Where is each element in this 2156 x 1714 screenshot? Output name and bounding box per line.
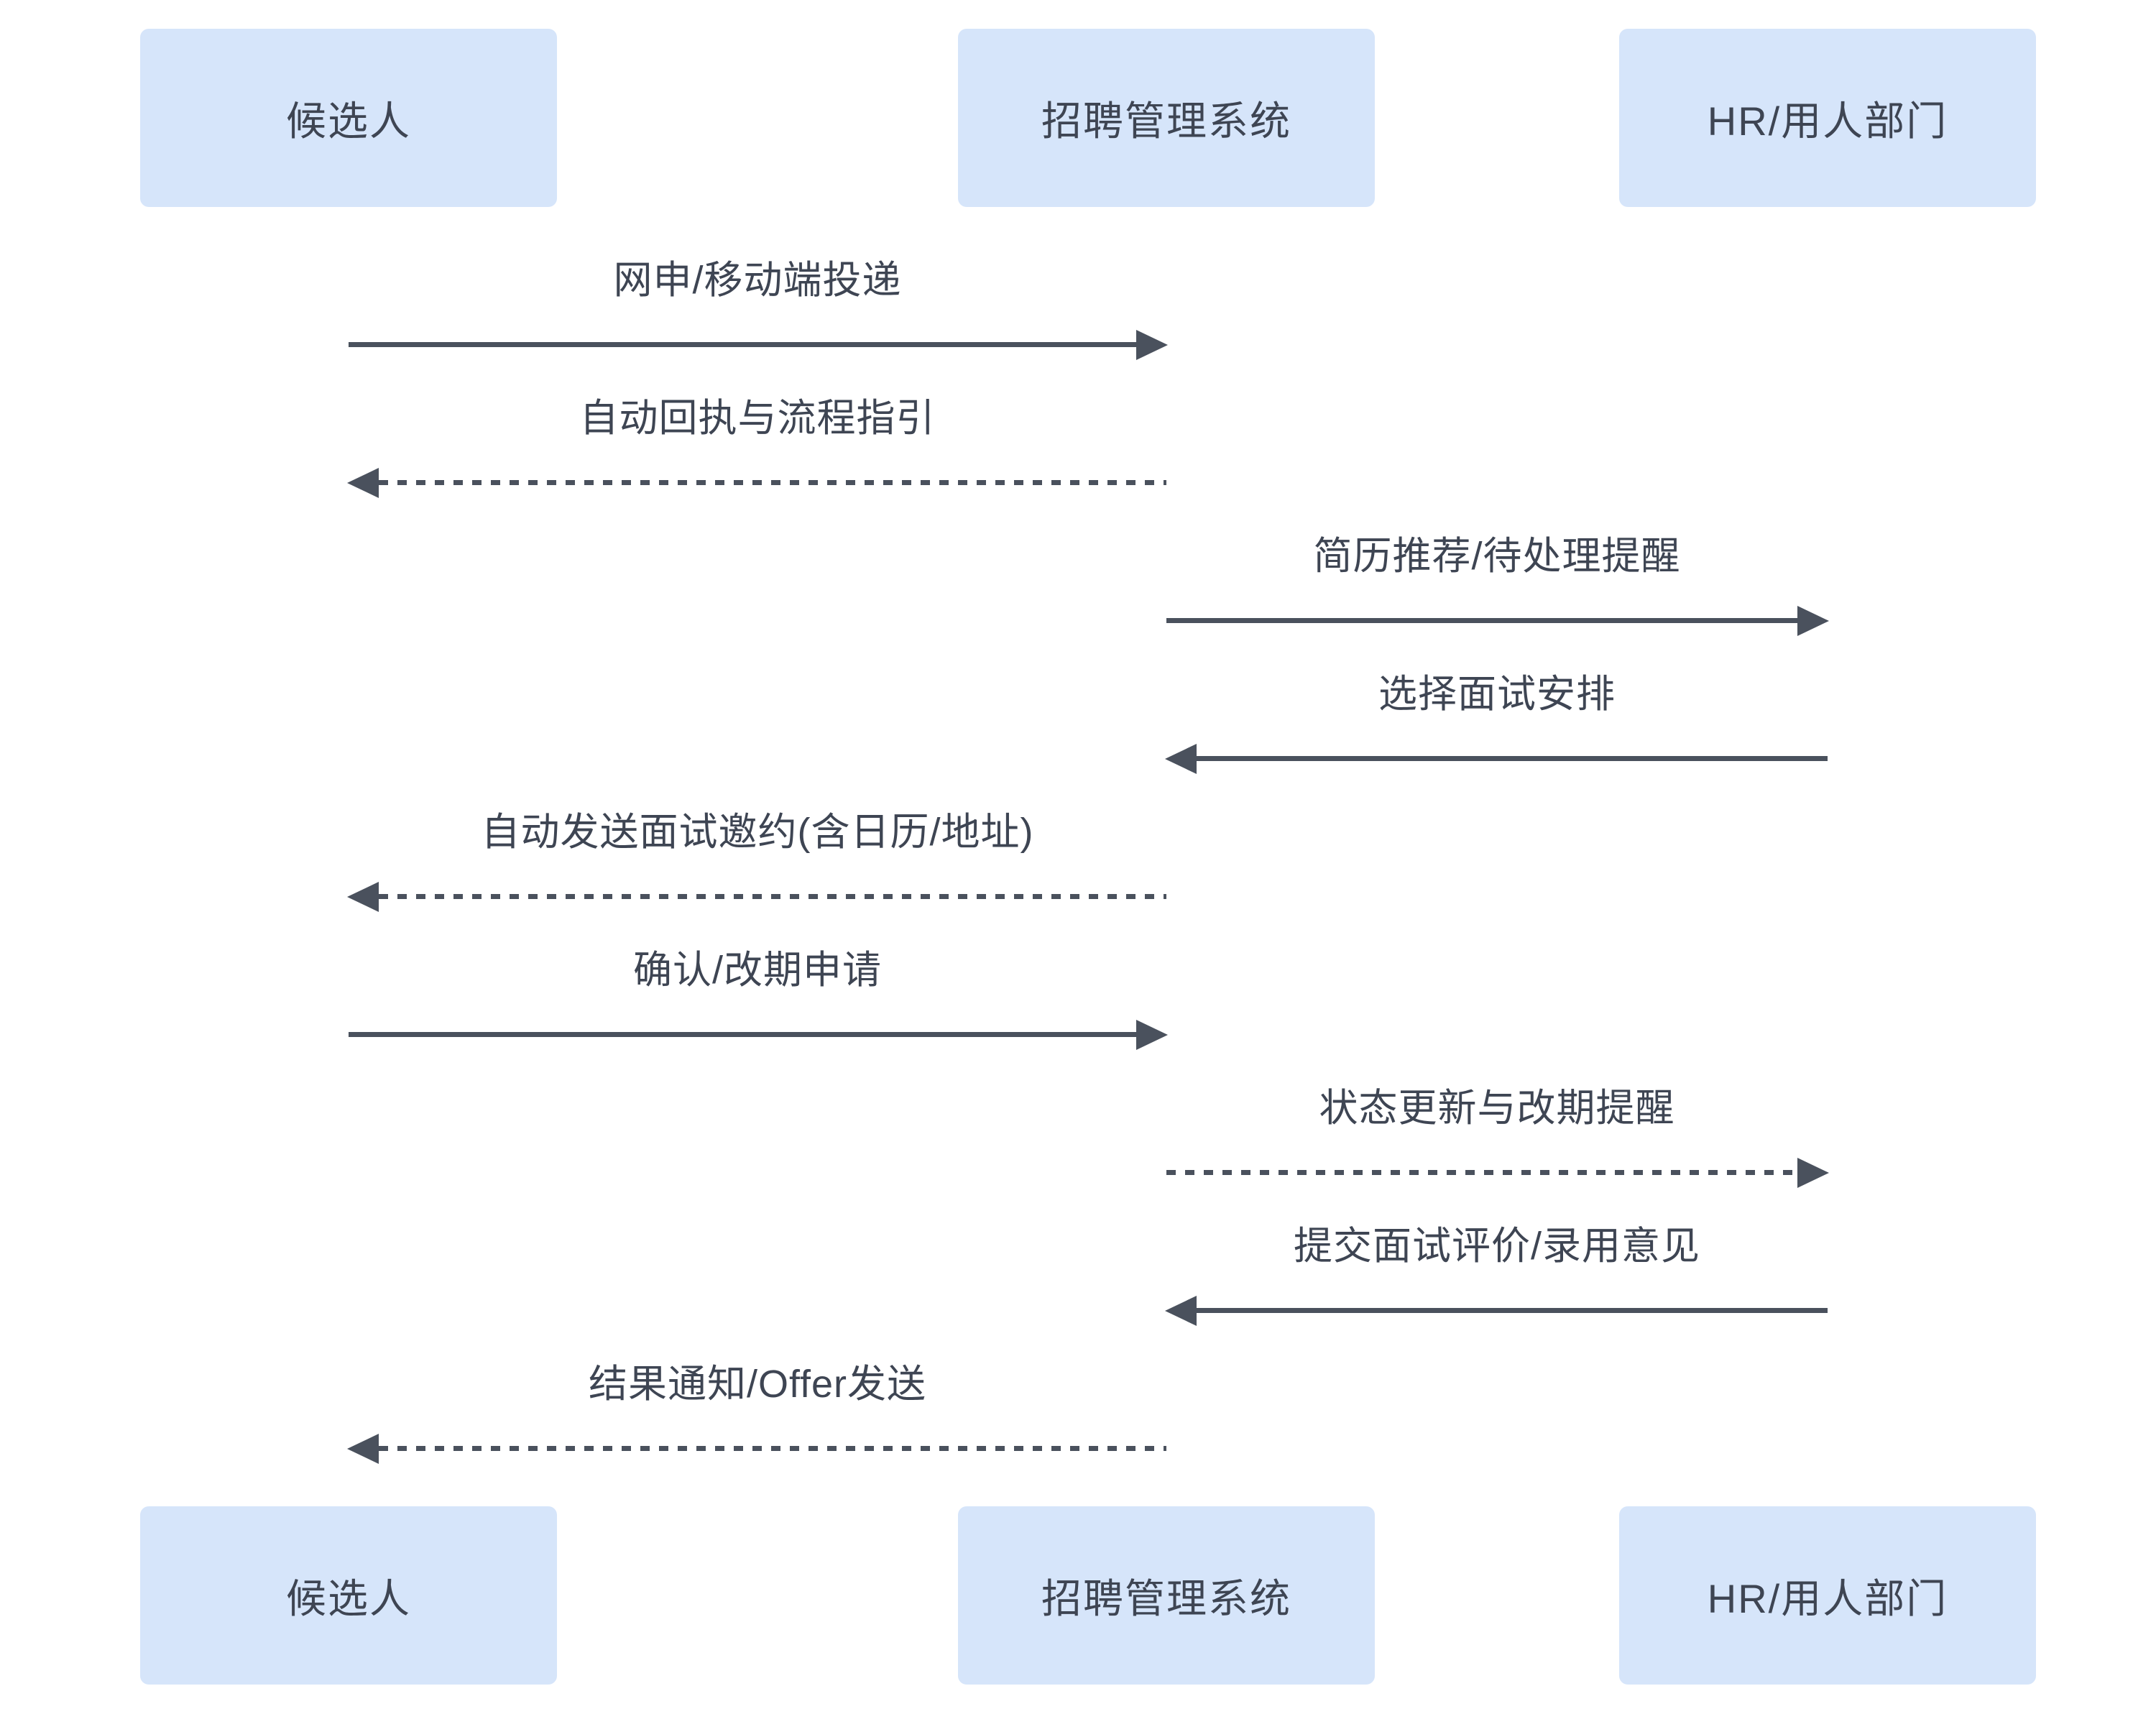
actor-label: 招聘管理系统 (1041, 98, 1291, 144)
message-arrow (349, 329, 1168, 360)
message-label: 自动发送面试邀约(含日历/地址) (481, 811, 1034, 854)
actor-label: 招聘管理系统 (1041, 1575, 1291, 1621)
actor-candidate-bottom: 候选人 (140, 1506, 557, 1685)
message-status-update: 状态更新与改期提醒 (1166, 1085, 1829, 1188)
message-arrow (347, 1433, 1166, 1464)
actor-label: 候选人 (286, 98, 411, 144)
arrowhead-left-icon (1165, 743, 1197, 774)
message-label: 提交面试评价/录用意见 (1293, 1225, 1700, 1268)
message-label: 网申/移动端投递 (613, 259, 902, 302)
message-arrow (347, 467, 1166, 498)
arrowhead-left-icon (1165, 1295, 1197, 1326)
message-label: 确认/改期申请 (632, 949, 882, 992)
message-arrow (1166, 1157, 1829, 1188)
message-apply: 网申/移动端投递 (349, 257, 1168, 360)
message-label: 结果通知/Offer发送 (588, 1363, 927, 1406)
message-arrow (347, 881, 1166, 912)
actor-label: 候选人 (286, 1575, 411, 1621)
message-result-offer: 结果通知/Offer发送 (347, 1361, 1166, 1464)
arrowhead-right-icon (1136, 1019, 1168, 1050)
message-send-invite: 自动发送面试邀约(含日历/地址) (347, 809, 1166, 912)
message-arrow (1165, 1295, 1828, 1326)
message-arrow (1165, 743, 1828, 774)
arrowhead-left-icon (347, 1433, 379, 1464)
message-label: 自动回执与流程指引 (579, 397, 936, 440)
message-choose-interview: 选择面试安排 (1165, 671, 1828, 774)
message-auto-receipt: 自动回执与流程指引 (347, 395, 1166, 498)
actor-hr-bottom: HR/用人部门 (1619, 1506, 2036, 1685)
message-arrow (349, 1019, 1168, 1050)
arrowhead-left-icon (347, 467, 379, 498)
message-label: 简历推荐/待处理提醒 (1313, 535, 1681, 578)
actor-hr-top: HR/用人部门 (1619, 29, 2036, 207)
arrowhead-right-icon (1136, 329, 1168, 360)
arrowhead-right-icon (1797, 605, 1829, 636)
message-submit-feedback: 提交面试评价/录用意见 (1165, 1223, 1828, 1326)
arrowhead-left-icon (347, 881, 379, 912)
message-arrow (1166, 605, 1829, 636)
message-resume-recommend: 简历推荐/待处理提醒 (1166, 533, 1829, 636)
actor-label: HR/用人部门 (1707, 98, 1948, 144)
actor-system-bottom: 招聘管理系统 (958, 1506, 1375, 1685)
actor-label: HR/用人部门 (1707, 1575, 1948, 1621)
actor-candidate-top: 候选人 (140, 29, 557, 207)
message-label: 选择面试安排 (1378, 673, 1616, 716)
arrowhead-right-icon (1797, 1157, 1829, 1188)
message-label: 状态更新与改期提醒 (1319, 1087, 1675, 1130)
actor-system-top: 招聘管理系统 (958, 29, 1375, 207)
message-confirm-reschedule: 确认/改期申请 (349, 947, 1168, 1050)
